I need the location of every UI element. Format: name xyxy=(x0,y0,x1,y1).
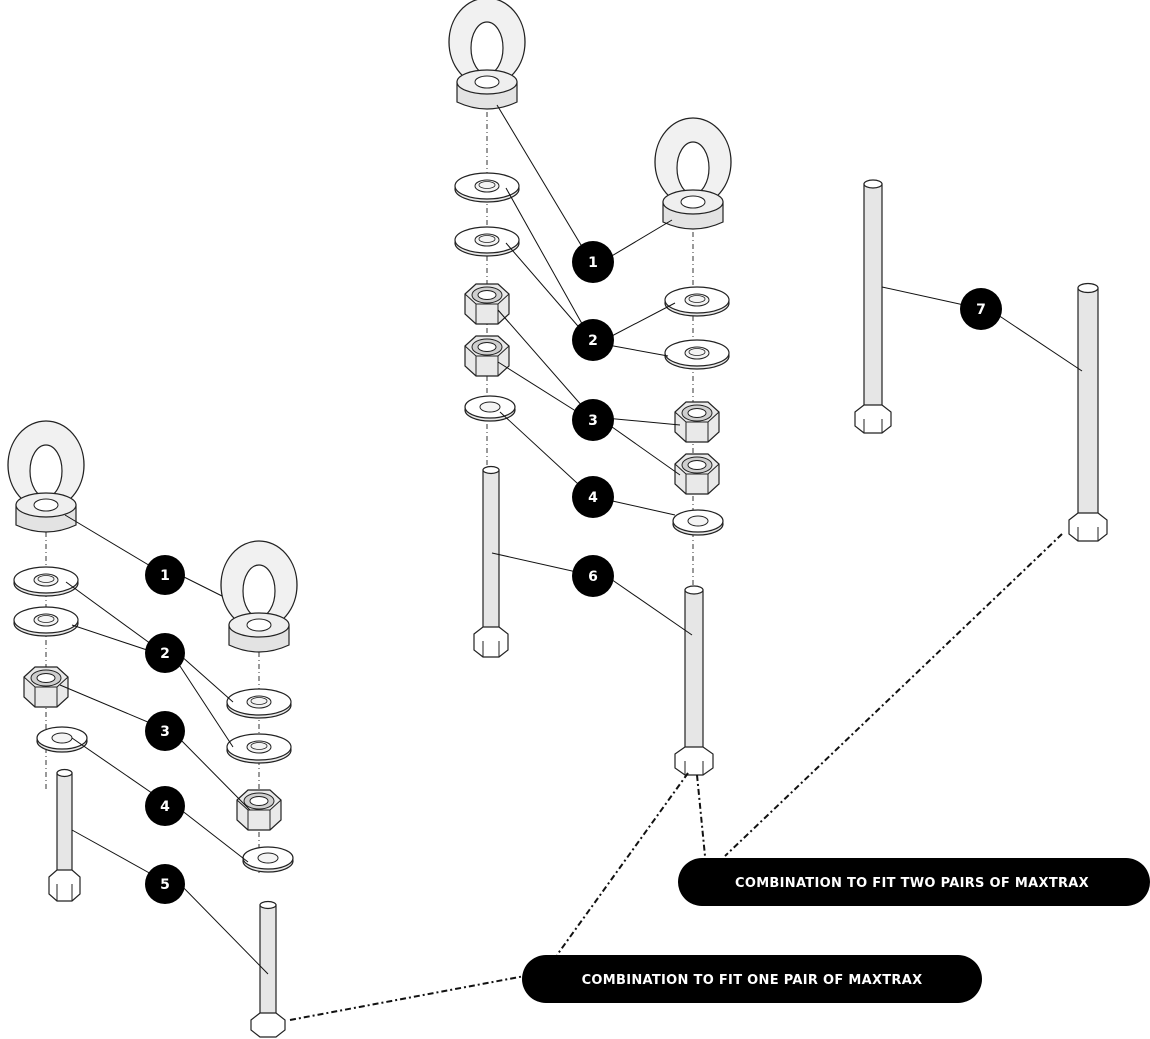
badge-1-mid-text: 1 xyxy=(588,255,598,271)
lock-nut-mid-a1 xyxy=(464,283,510,325)
combination-links xyxy=(289,533,1063,1021)
washer-left-b2 xyxy=(226,733,292,764)
badge-1-left: 1 xyxy=(145,555,185,595)
bolt-long-right-a xyxy=(854,179,892,434)
badge-2-left: 2 xyxy=(145,633,185,673)
badge-1-left-text: 1 xyxy=(160,568,170,584)
bolt-short-left-b xyxy=(250,900,286,1038)
badge-3-mid-text: 3 xyxy=(588,413,598,429)
badge-4-left: 4 xyxy=(145,786,185,826)
washer-mid-a2 xyxy=(454,226,520,257)
bolt-medium-mid-a xyxy=(473,465,509,658)
washer-mid-a1 xyxy=(454,172,520,203)
callout-one-pair: COMBINATION TO FIT ONE PAIR OF MAXTRAX xyxy=(522,955,982,1003)
badge-2-mid: 2 xyxy=(572,319,614,361)
washer-left-a1 xyxy=(13,566,79,597)
small-washer-mid-a xyxy=(464,395,516,422)
small-washer-left-a xyxy=(36,726,88,753)
callout-two-pairs: COMBINATION TO FIT TWO PAIRS OF MAXTRAX xyxy=(678,858,1150,906)
badge-7-right: 7 xyxy=(960,288,1002,330)
lock-nut-mid-a2 xyxy=(464,335,510,377)
badge-3-left: 3 xyxy=(145,711,185,751)
eye-nut-left-a xyxy=(7,420,85,533)
washer-mid-b2 xyxy=(664,339,730,370)
lock-nut-mid-b2 xyxy=(674,453,720,495)
callout-one-pair-text: COMBINATION TO FIT ONE PAIR OF MAXTRAX xyxy=(582,973,923,988)
badge-3-mid: 3 xyxy=(572,399,614,441)
lock-nut-mid-b1 xyxy=(674,401,720,443)
eye-nut-mid-b xyxy=(654,117,732,230)
badge-4-mid: 4 xyxy=(572,476,614,518)
callout-two-pairs-text: COMBINATION TO FIT TWO PAIRS OF MAXTRAX xyxy=(735,876,1089,891)
badge-6-mid-text: 6 xyxy=(588,569,598,585)
small-washer-left-b xyxy=(242,846,294,873)
badge-6-mid: 6 xyxy=(572,555,614,597)
bolt-medium-mid-b xyxy=(674,585,714,776)
badge-4-mid-text: 4 xyxy=(588,490,598,506)
leader-lines xyxy=(59,104,1083,975)
badge-4-left-text: 4 xyxy=(160,799,170,815)
eye-nut-left-b xyxy=(220,540,298,653)
badge-3-left-text: 3 xyxy=(160,724,170,740)
eye-nut-mid-a xyxy=(448,0,526,110)
badge-5-left: 5 xyxy=(145,864,185,904)
washer-mid-b1 xyxy=(664,286,730,317)
badge-5-left-text: 5 xyxy=(160,877,170,893)
lock-nut-left-a xyxy=(23,666,69,708)
badge-2-mid-text: 2 xyxy=(588,333,598,349)
badge-2-left-text: 2 xyxy=(160,646,170,662)
bolt-short-left-a xyxy=(48,768,81,902)
small-washer-mid-b xyxy=(672,509,724,536)
washer-left-a2 xyxy=(13,606,79,637)
bolt-long-right-b xyxy=(1068,282,1108,542)
lock-nut-left-b xyxy=(236,789,282,831)
washer-left-b1 xyxy=(226,688,292,719)
badge-1-mid: 1 xyxy=(572,241,614,283)
badge-7-right-text: 7 xyxy=(976,302,986,318)
